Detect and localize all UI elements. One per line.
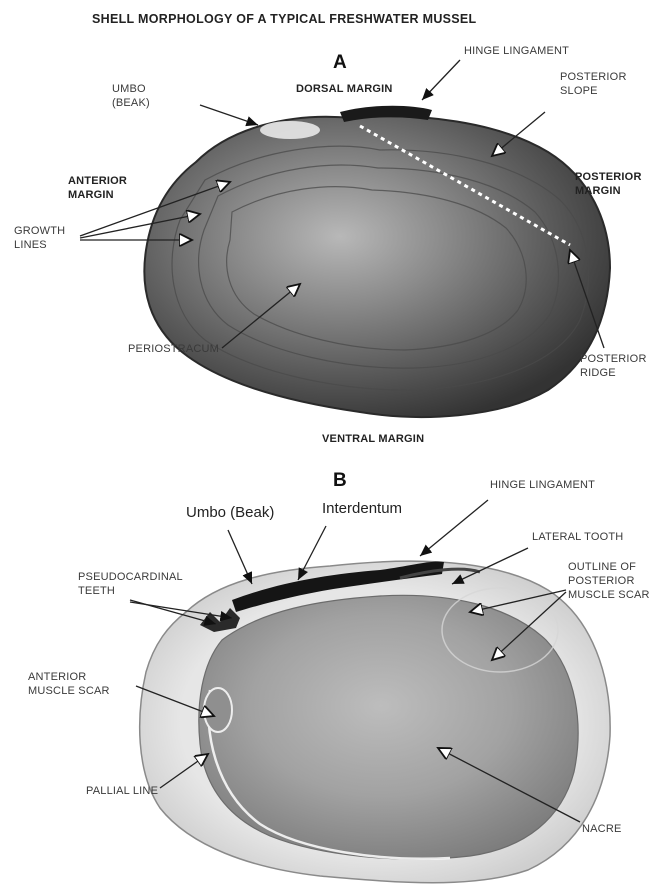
shell-interior — [140, 561, 610, 883]
label-pseudocardinal-teeth: PSEUDOCARDINAL TEETH — [78, 570, 183, 598]
panel-a-letter: A — [333, 56, 347, 70]
label-pallial-line: PALLIAL LINE — [86, 784, 158, 798]
label-posterior-slope: POSTERIOR SLOPE — [560, 70, 627, 98]
label-posterior-ridge: POSTERIOR RIDGE — [580, 352, 647, 380]
label-periostracum: PERIOSTRACUM — [128, 342, 219, 356]
label-interdentum: Interdentum — [322, 502, 402, 516]
shell-exterior-body — [144, 116, 610, 417]
panel-b-letter: B — [333, 474, 347, 488]
figure-title: SHELL MORPHOLOGY OF A TYPICAL FRESHWATER… — [92, 12, 477, 26]
label-dorsal-margin: DORSAL MARGIN — [296, 82, 393, 96]
label-lateral-tooth: LATERAL TOOTH — [532, 530, 623, 544]
label-hinge-ligament-b: HINGE LINGAMENT — [490, 478, 595, 492]
label-anterior-margin: ANTERIOR MARGIN — [68, 174, 127, 202]
label-anterior-muscle-scar: ANTERIOR MUSCLE SCAR — [28, 670, 110, 698]
label-hinge-ligament-a: HINGE LINGAMENT — [464, 44, 569, 58]
umbo-highlight — [260, 121, 320, 139]
label-posterior-margin: POSTERIOR MARGIN — [575, 170, 642, 198]
label-ventral-margin: VENTRAL MARGIN — [322, 432, 424, 446]
shell-exterior — [144, 106, 610, 417]
label-umbo-b: Umbo (Beak) — [186, 506, 274, 520]
label-nacre: NACRE — [582, 822, 622, 836]
label-posterior-muscle-scar: OUTLINE OF POSTERIOR MUSCLE SCAR — [568, 560, 650, 602]
label-umbo-a: UMBO (BEAK) — [112, 82, 150, 110]
label-growth-lines: GROWTH LINES — [14, 224, 65, 252]
anterior-muscle-scar — [204, 688, 232, 732]
